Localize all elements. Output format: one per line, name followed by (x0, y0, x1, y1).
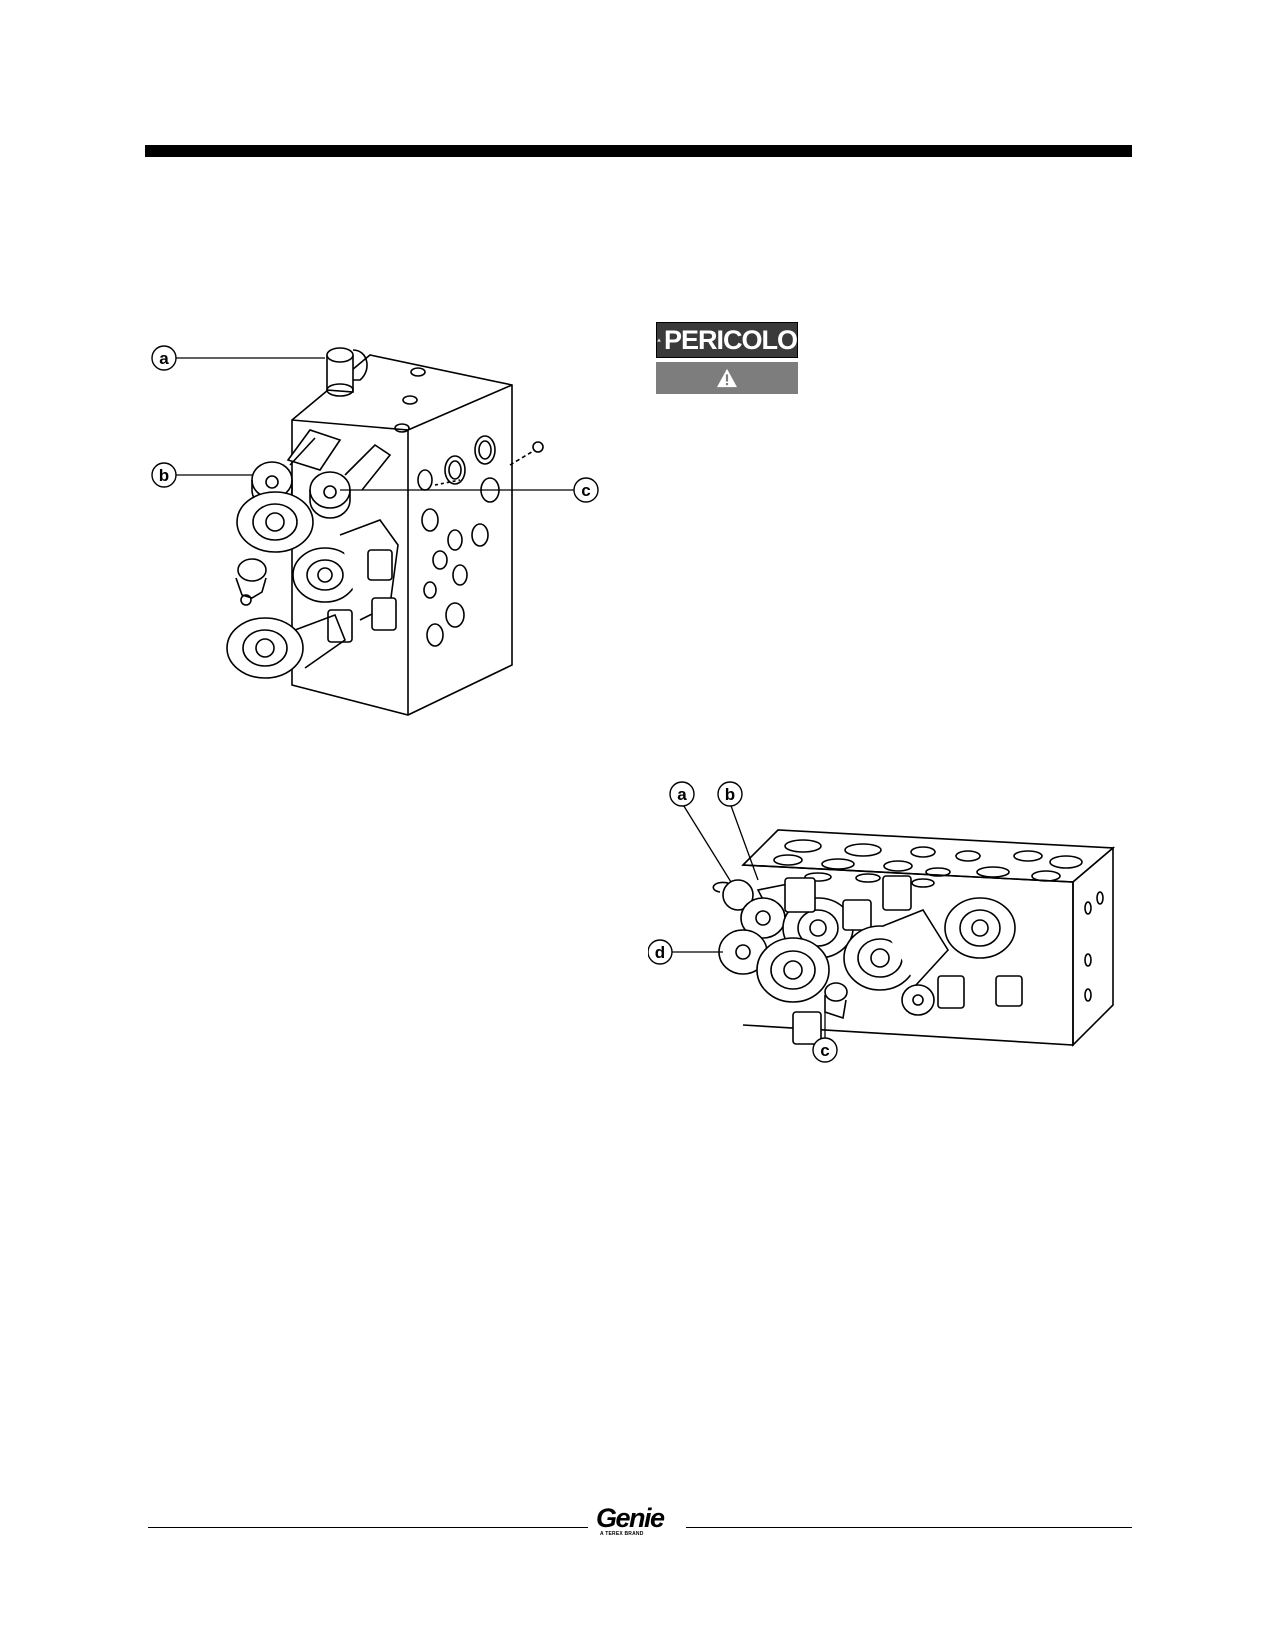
callout-c: c (820, 1041, 829, 1060)
footer-rule-left (148, 1527, 588, 1528)
danger-title: PERICOLO (663, 324, 798, 355)
valve-manifold-figure-1: a b c (140, 330, 620, 730)
footer-rule-right (686, 1527, 1132, 1528)
callout-b: b (725, 785, 735, 804)
callout-b: b (159, 466, 169, 485)
danger-symbol-bar (656, 362, 798, 394)
warning-triangle-icon (657, 338, 661, 342)
callout-a: a (159, 349, 169, 368)
danger-header: PERICOLO (656, 322, 798, 358)
manifold-block (291, 354, 513, 716)
brand-name: Genie (596, 1503, 665, 1533)
callout-a: a (677, 785, 687, 804)
warning-triangle-icon (717, 368, 737, 388)
callout-d: d (655, 943, 665, 962)
brand-tagline: A TEREX BRAND (600, 1531, 644, 1537)
header-rule (145, 145, 1132, 157)
danger-sign: PERICOLO (656, 322, 798, 394)
callout-c: c (581, 481, 590, 500)
genie-logo: Genie A TEREX BRAND (596, 1505, 678, 1541)
valve-manifold-figure-2: a b d c (648, 780, 1128, 1110)
